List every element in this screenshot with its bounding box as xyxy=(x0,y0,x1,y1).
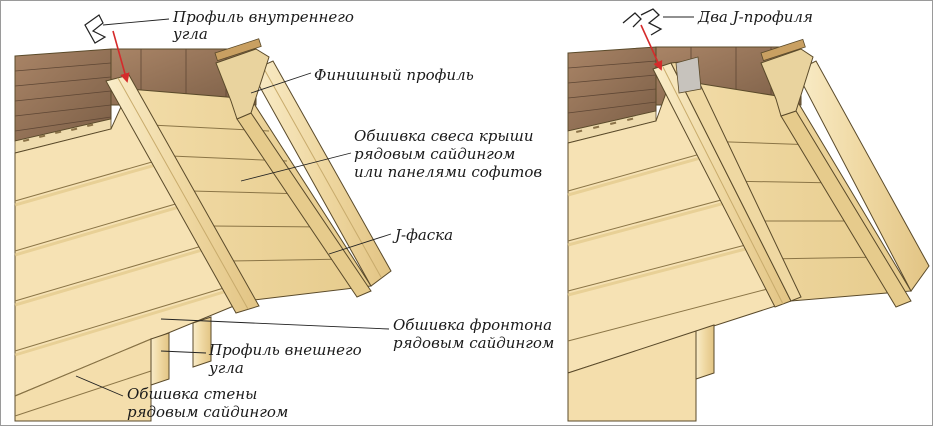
label-gable-2: рядовым сайдингом xyxy=(393,334,554,352)
right-gable-siding-lines xyxy=(567,150,780,342)
label-soffit-1: Обшивка свеса крыши xyxy=(354,127,534,145)
left-labels: Профиль внутреннего угла Финишный профил… xyxy=(127,8,554,421)
label-inner-corner-1: Профиль внутреннего xyxy=(172,8,354,26)
label-soffit-3: или панелями софитов xyxy=(354,163,542,181)
label-wall-1: Обшивка стены xyxy=(127,385,257,403)
label-inner-corner-2: угла xyxy=(172,25,208,43)
left-finish-profile xyxy=(215,48,270,120)
right-gable-siding-shadows xyxy=(567,153,762,297)
label-two-j: Два J-профиля xyxy=(697,8,813,26)
right-outer-corner-post xyxy=(695,324,715,380)
right-grey-bracket xyxy=(675,56,702,94)
right-finish-profile xyxy=(760,48,814,117)
label-outer-corner-1: Профиль внешнего xyxy=(208,341,362,359)
right-illustration xyxy=(567,8,930,422)
label-wall-2: рядовым сайдингом xyxy=(127,403,288,421)
left-gable-siding-shadows xyxy=(14,158,238,357)
left-nail-slots xyxy=(23,123,94,142)
two-j-profile-icon xyxy=(622,8,663,36)
label-j-chamfer: J-фаска xyxy=(392,226,453,244)
left-illustration xyxy=(14,14,392,422)
label-gable-1: Обшивка фронтона xyxy=(393,316,552,334)
right-nail-slots xyxy=(576,117,634,133)
label-soffit-2: рядовым сайдингом xyxy=(354,145,515,163)
inner-corner-icon xyxy=(84,14,107,44)
right-lower-wall xyxy=(567,330,697,422)
left-outer-corner-post xyxy=(150,332,170,386)
label-outer-corner-2: угла xyxy=(208,359,244,377)
label-finish-profile: Финишный профиль xyxy=(314,66,474,84)
left-gable-siding-lines xyxy=(14,155,238,417)
right-labels: Два J-профиля xyxy=(697,8,813,26)
